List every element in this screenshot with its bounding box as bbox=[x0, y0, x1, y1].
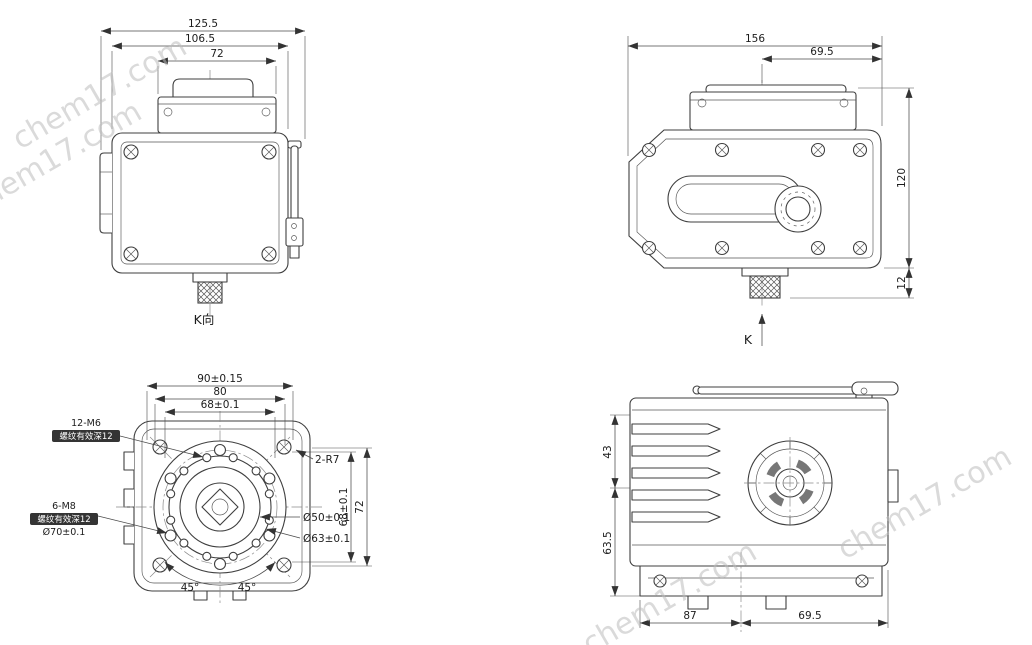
dim-front-overall: 125.5 bbox=[188, 18, 218, 30]
rear-dimensions-bottom: 87 69.5 bbox=[639, 570, 889, 628]
dim-rear-87: 87 bbox=[683, 610, 696, 622]
terminal-cap bbox=[157, 78, 277, 134]
view-front: K向 125.5 106.5 72 bbox=[99, 18, 306, 327]
rear-dimensions-left: 43 63.5 bbox=[602, 414, 640, 597]
note-m6: 12-M6 bbox=[71, 418, 101, 429]
bottom-dimensions-top: 90±0.15 80 68±0.1 bbox=[146, 373, 294, 458]
angle-dimensions: 45° 45° bbox=[164, 561, 276, 594]
bottom-dimensions-right: 68±0.1 72 bbox=[292, 447, 372, 567]
dim-front-cap: 72 bbox=[210, 48, 223, 60]
view-side: K 156 69.5 120 12 bbox=[627, 33, 914, 347]
dim-rear-fins: 43 bbox=[602, 445, 614, 458]
main-housing bbox=[111, 132, 289, 274]
note-dia50: Ø50±0.1 bbox=[303, 512, 350, 524]
k-view-arrow: K bbox=[744, 314, 766, 347]
view-rear: 43 63.5 87 69.5 bbox=[602, 381, 899, 632]
note-m8: 6-M8 bbox=[52, 501, 76, 512]
side-view-label: K bbox=[744, 332, 753, 347]
cooling-fins bbox=[631, 423, 721, 523]
dim-angle-left: 45° bbox=[181, 582, 200, 594]
corner-screw-icon bbox=[123, 144, 277, 262]
corner-screw-icon bbox=[152, 439, 292, 573]
note-corner-radius: 2-R7 bbox=[315, 454, 339, 466]
dim-side-length: 156 bbox=[745, 33, 765, 45]
output-shaft-side bbox=[741, 267, 789, 299]
leader-2-r7: 2-R7 bbox=[295, 449, 339, 466]
note-m8-depth: 螺纹有效深12 bbox=[37, 514, 90, 525]
front-view-label: K向 bbox=[194, 312, 215, 327]
leader-m8: 6-M8 螺纹有效深12 Ø70±0.1 bbox=[30, 501, 168, 538]
output-shaft bbox=[192, 272, 228, 304]
corner-screw-icon bbox=[641, 142, 868, 256]
view-bottom: 90±0.15 80 68±0.1 68±0.1 72 2-R7 bbox=[30, 373, 372, 604]
dim-side-height: 120 bbox=[896, 168, 908, 188]
flange-circles bbox=[153, 440, 287, 574]
leader-dia50: Ø50±0.1 bbox=[260, 512, 350, 524]
front-dimensions: 125.5 106.5 72 bbox=[100, 18, 306, 150]
dim-rear-lower: 63.5 bbox=[602, 531, 614, 554]
leader-m6: 12-M6 螺纹有效深12 bbox=[52, 418, 204, 458]
dim-rear-695: 69.5 bbox=[798, 610, 821, 622]
dim-angle-right: 45° bbox=[238, 582, 257, 594]
note-dia70: Ø70±0.1 bbox=[43, 527, 86, 538]
dim-side-shaft: 12 bbox=[896, 276, 908, 289]
dim-side-offset: 69.5 bbox=[810, 46, 833, 58]
housing-side bbox=[628, 129, 882, 269]
dim-bottom-68w: 68±0.1 bbox=[201, 399, 240, 411]
terminal-cap-side bbox=[689, 84, 857, 131]
base-plate bbox=[639, 565, 883, 610]
dim-bottom-80: 80 bbox=[213, 386, 226, 398]
manual-lever bbox=[285, 140, 304, 259]
position-indicator bbox=[774, 185, 822, 233]
dim-bottom-90: 90±0.15 bbox=[197, 373, 243, 385]
left-bracket bbox=[99, 152, 113, 234]
dim-front-body: 106.5 bbox=[185, 33, 215, 45]
dim-bottom-68h: 68±0.1 bbox=[338, 488, 350, 527]
leader-dia63: Ø63±0.1 bbox=[265, 528, 350, 545]
bolt-holes-m6 bbox=[166, 453, 274, 561]
indicator-dial bbox=[744, 437, 836, 529]
note-m6-depth: 螺纹有效深12 bbox=[59, 431, 112, 442]
note-dia63: Ø63±0.1 bbox=[303, 533, 350, 545]
side-dimensions: 156 69.5 120 12 bbox=[627, 33, 914, 299]
dim-bottom-72: 72 bbox=[354, 500, 366, 513]
